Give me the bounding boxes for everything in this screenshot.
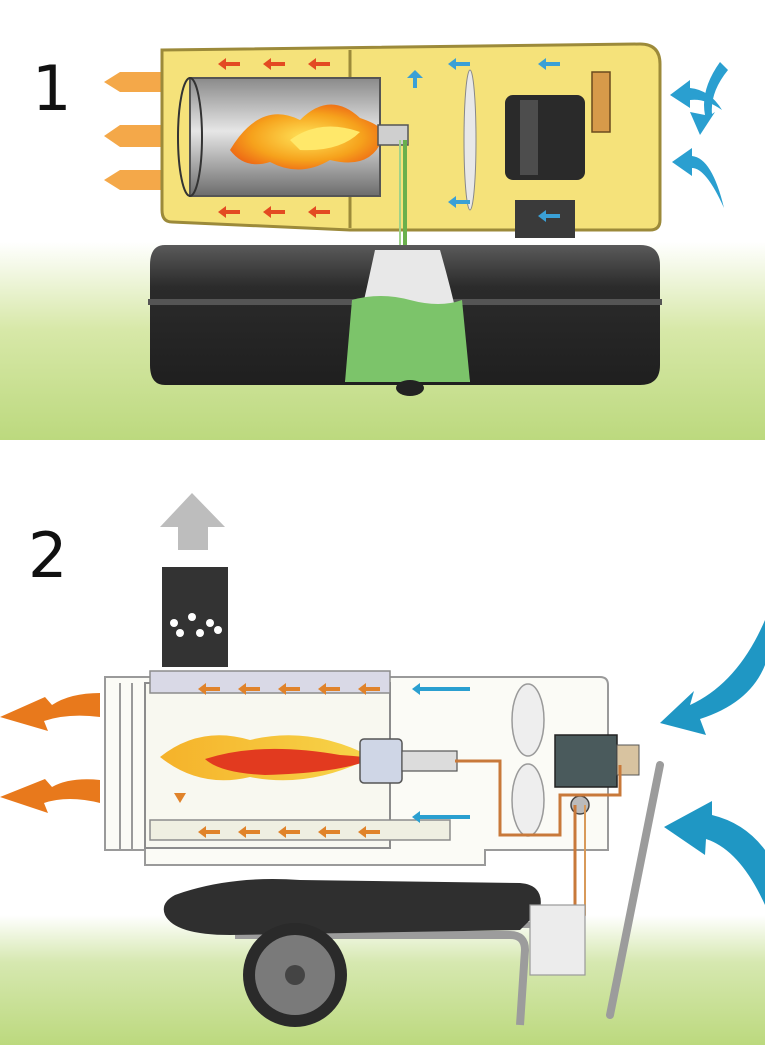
tank-cutaway: [529, 904, 586, 976]
hot-air-arrow-icon: [104, 72, 175, 92]
hot-air-arrow-icon: [104, 125, 175, 147]
burner-head: [359, 738, 403, 784]
frame-rail: [235, 931, 530, 1026]
exchanger-top-duct: [149, 670, 391, 694]
air-intake-arrows: [670, 62, 728, 208]
wheel-axle: [285, 965, 305, 985]
motor: [505, 95, 585, 180]
nozzle-assembly: [401, 750, 458, 772]
air-filter: [591, 71, 611, 133]
fan-blade: [511, 763, 545, 837]
direct-heater-panel: 1: [0, 0, 765, 440]
direct-heater-diagram: [0, 0, 765, 440]
burner-flame-core: [205, 748, 372, 775]
internal-hot-air-arrows: [174, 683, 380, 838]
intake-arrow-icon: [664, 801, 765, 905]
fan: [511, 683, 545, 837]
indirect-heater-panel: 2: [0, 455, 765, 1045]
internal-cool-air-arrows: [412, 683, 470, 823]
chimney-vent-holes: [170, 613, 222, 637]
flame-core: [290, 126, 360, 151]
internal-cool-air-arrows: [407, 58, 560, 222]
hot-air-arrow-icon: [0, 693, 100, 731]
fuel-line: [455, 759, 622, 837]
hot-air-arrow-icon: [0, 779, 100, 813]
indirect-heater-diagram: [0, 455, 765, 1045]
air-intake-arrows: [660, 620, 765, 905]
fuel-level: [345, 296, 470, 382]
fan-blade: [463, 69, 477, 211]
intake-arrow-icon: [672, 148, 724, 208]
handle-frame: [606, 761, 664, 1019]
chamber-front-ring: [177, 77, 203, 197]
intake-arrow-icon: [660, 620, 765, 735]
hot-air-outlet-arrows: [104, 72, 175, 190]
motor: [554, 734, 618, 788]
hot-air-arrow-icon: [104, 170, 175, 190]
panel-number: 1: [32, 52, 72, 125]
motor-highlight: [520, 100, 538, 175]
intake-arrow-icon: [670, 80, 722, 110]
motor-coupling: [616, 744, 640, 776]
internal-hot-air-arrows: [218, 58, 330, 218]
hot-air-outlet-arrows: [0, 693, 100, 813]
tank-drain-plug: [396, 380, 424, 396]
fuel-tank: [163, 879, 541, 935]
exhaust-arrow-icon: [160, 493, 225, 550]
fan-blade: [511, 683, 545, 757]
panel-number: 2: [28, 519, 68, 592]
